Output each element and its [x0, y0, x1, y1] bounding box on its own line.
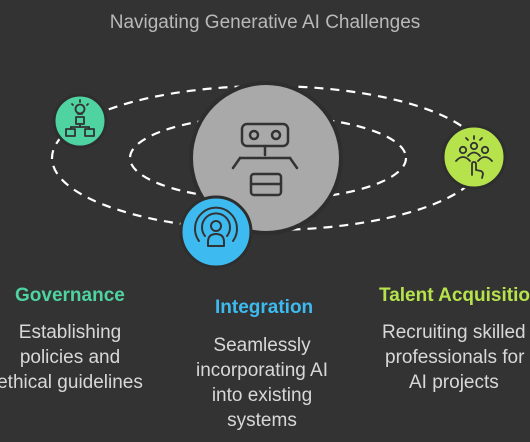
governance-description: Establishing policies and ethical guidel… — [0, 320, 149, 395]
integration-description: Seamlessly incorporating AI into existin… — [182, 333, 342, 433]
governance-desc-line: ethical guidelines — [0, 372, 143, 393]
integration-desc-line: systems — [227, 410, 297, 431]
talent-desc-line: AI projects — [409, 372, 499, 393]
robot-icon — [231, 122, 299, 197]
governance-title: Governance — [15, 285, 125, 306]
integration-desc-line: into existing — [211, 385, 313, 406]
talent-title: Talent Acquisition — [379, 285, 530, 306]
governance-node — [52, 93, 108, 149]
integration-desc-line: Seamlessly — [213, 335, 311, 356]
center-node — [189, 81, 343, 235]
talent-node — [441, 124, 507, 190]
integration-desc-line: incorporating AI — [195, 360, 329, 381]
hierarchy-bulb-icon — [65, 99, 95, 137]
talent-description: Recruiting skilled professionals for AI … — [380, 320, 530, 395]
team-selection-icon — [455, 135, 493, 179]
governance-desc-line: policies and — [19, 347, 121, 368]
broadcast-user-icon — [194, 206, 238, 247]
talent-desc-line: professionals for — [385, 347, 525, 368]
integration-title: Integration — [215, 297, 314, 318]
talent-desc-line: Recruiting skilled — [382, 322, 526, 343]
integration-node — [179, 195, 253, 269]
governance-desc-line: Establishing — [18, 322, 122, 343]
diagram-title: Navigating Generative AI Challenges — [109, 12, 421, 33]
